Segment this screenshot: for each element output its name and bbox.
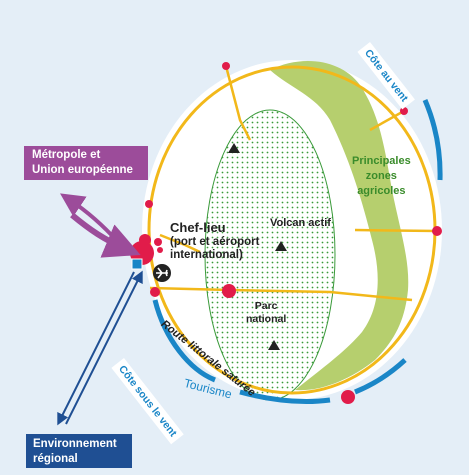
node-north [222,62,230,70]
capital-node-2 [154,238,162,246]
airplane-icon [153,264,171,282]
mountain-triangle-icon [228,143,240,153]
node-sw [150,287,160,297]
env-label-line2: régional [33,453,78,465]
metropole-label-line2: Union européenne [32,164,133,176]
coast-bar-leeward [152,299,216,383]
volcano-label: Volcan actif [270,217,331,229]
inner-roads [149,65,438,302]
env-label-line1: Environnement [33,438,117,450]
park-label-line1: Parc [254,300,278,312]
coast-bar-windward [422,99,443,181]
regional-environment-box: Environnement régional [26,434,132,468]
park-label-line2: national [246,313,287,325]
agricultural-zones-label: Principales zones agricoles [352,154,411,199]
arrow-from-metropole [70,212,141,258]
node-east [432,226,442,236]
agri-label-line2: zones [365,170,397,182]
agri-label-line1: Principales [352,155,411,167]
node-west [145,200,153,208]
capital-label: Chef-lieu [170,220,226,235]
coast-bar-tourism [239,389,331,405]
node-mid [222,284,236,298]
capital-node-3 [157,247,163,253]
capital-sub-label: (port et aéroport international) [170,236,259,262]
capital-sub-line2: international) [170,249,243,261]
agri-label-line3: agricoles [357,185,406,197]
port-square-icon [131,258,143,270]
arrow-to-region [57,271,135,426]
mountain-triangle-icon [275,241,287,251]
node-south [341,390,355,404]
national-park-label: Parc national [246,300,286,326]
arrow-from-region [65,270,143,425]
coast-bar-south [354,358,407,395]
metropole-box: Métropole et Union européenne [24,146,148,180]
capital-sub-line1: (port et aéroport [170,236,260,248]
mountain-triangle-icon [268,340,280,350]
metropole-label-line1: Métropole et [32,149,101,161]
agricultural-zone [270,61,409,391]
capital-node-1 [139,234,151,246]
